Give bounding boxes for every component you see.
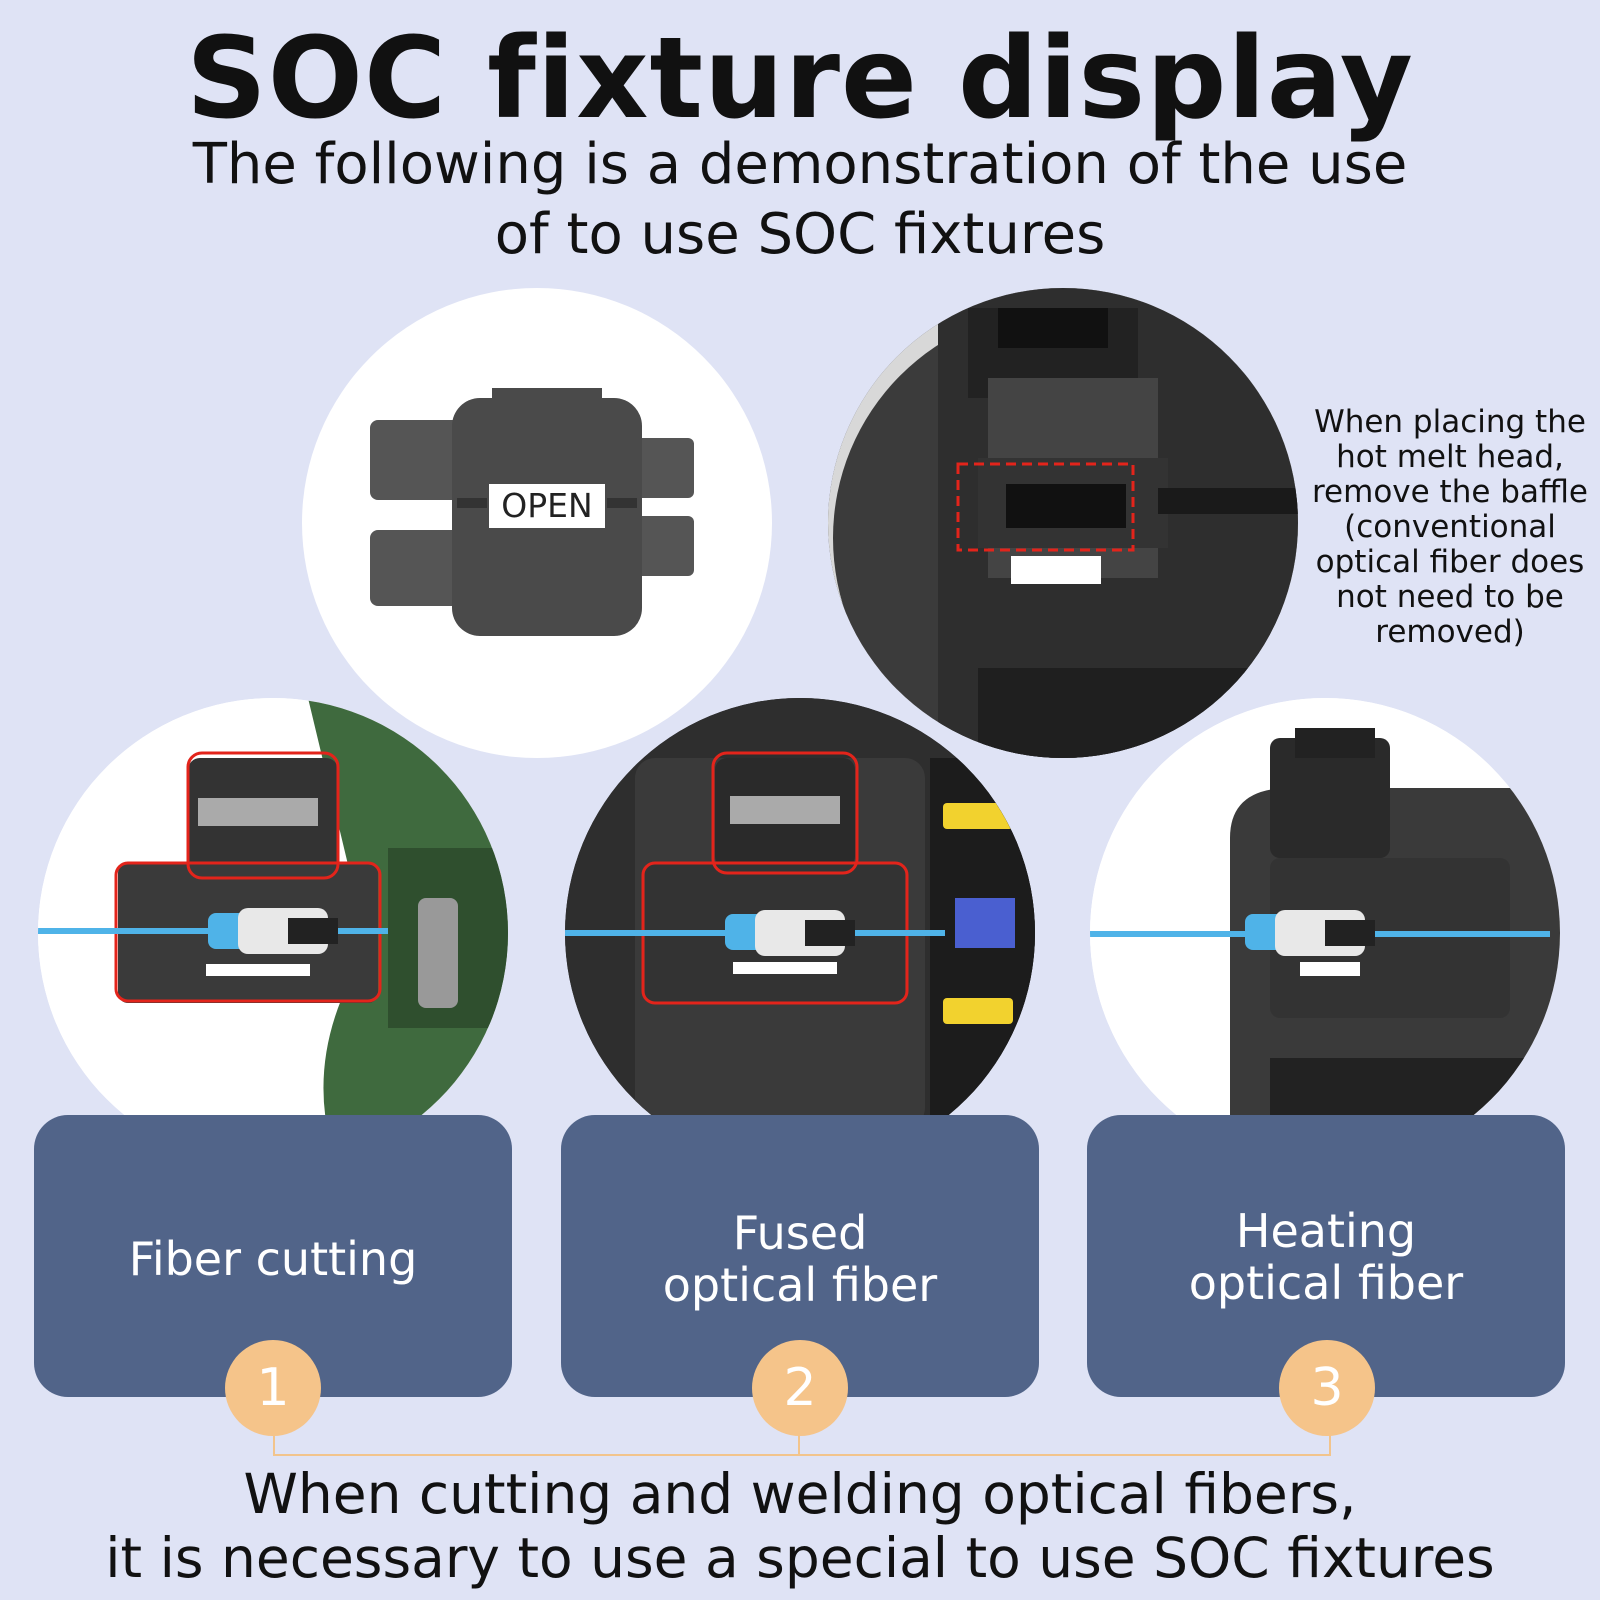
soc-fixture-illustration: OPEN [370, 388, 694, 636]
side-note-line: removed) [1375, 614, 1525, 650]
step-card-2: Fused optical fiber [561, 1115, 1039, 1397]
step-badge-2: 2 [752, 1340, 848, 1436]
side-note: When placing the hot melt head, remove t… [1300, 405, 1600, 650]
fusion-splicer-illustration [565, 698, 1035, 1168]
connector-line [273, 1434, 1331, 1456]
step-badge-3: 3 [1279, 1340, 1375, 1436]
footer-text: When cutting and welding optical fibers,… [0, 1462, 1600, 1590]
side-note-line: When placing the [1314, 404, 1586, 440]
subtitle-line-2: of to use SOC fixtures [494, 202, 1106, 267]
heater-illustration [828, 288, 1298, 758]
side-note-line: not need to be [1336, 579, 1564, 615]
side-note-line: optical fiber does [1315, 544, 1585, 580]
page-subtitle: The following is a demonstration of the … [150, 130, 1450, 270]
subtitle-line-1: The following is a demonstration of the … [192, 132, 1408, 197]
hot-melt-head-image [828, 288, 1298, 758]
side-note-line: (conventional [1344, 509, 1556, 545]
page-title: SOC fixture display [186, 14, 1414, 144]
footer-line-2: it is necessary to use a special to use … [105, 1526, 1495, 1590]
step-label-2b: optical fiber [662, 1258, 938, 1312]
footer-line-1: When cutting and welding optical fibers, [243, 1462, 1357, 1526]
connector-line-mid [798, 1434, 800, 1454]
heating-fiber-image [1090, 698, 1560, 1168]
side-note-line: remove the baffle [1311, 474, 1589, 510]
fused-fiber-image [565, 698, 1035, 1168]
heater-fiber-illustration [1090, 698, 1560, 1168]
step-label-2a: Fused [732, 1206, 868, 1260]
fiber-cutting-image [38, 698, 508, 1168]
step-badge-1: 1 [225, 1340, 321, 1436]
cleaver-illustration [38, 698, 508, 1168]
step-label-1: Fiber cutting [128, 1232, 418, 1286]
side-note-line: hot melt head, [1336, 439, 1564, 475]
fixture-open-image: OPEN [302, 288, 772, 758]
open-label: OPEN [501, 486, 592, 525]
step-label-3a: Heating [1235, 1204, 1417, 1258]
step-label-3b: optical fiber [1188, 1256, 1464, 1310]
